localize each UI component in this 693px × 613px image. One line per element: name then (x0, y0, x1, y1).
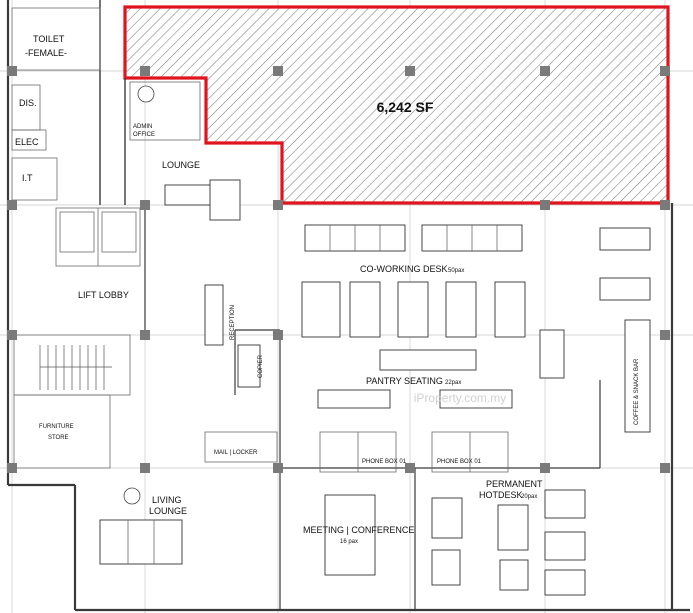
label-furniture: FURNITURE (39, 424, 74, 430)
label-phone-box-1: PHONE BOX 01 (362, 459, 407, 465)
label-coffee-bar: COFFEE & SNACK BAR (634, 358, 640, 425)
label-store: STORE (48, 435, 69, 441)
label-it: I.T (22, 173, 33, 183)
label-meeting-pax: 16 pax (340, 539, 358, 545)
lounge-furniture (99, 85, 261, 565)
interior-partitions (144, 205, 601, 610)
room-labels: TOILET -FEMALE- DIS. ELEC I.T ADMIN OFFI… (15, 34, 640, 545)
label-copier: COPIER (258, 354, 264, 378)
area-label: 6,242 SF (377, 99, 434, 115)
label-pantry-pax: 22pax (445, 380, 461, 386)
structural-columns (7, 66, 670, 473)
label-dis: DIS. (19, 98, 37, 108)
label-living-lounge: LOUNGE (149, 506, 187, 516)
label-living: LIVING (152, 495, 182, 505)
core-rooms (11, 7, 201, 469)
label-reception: RECEPTION (230, 305, 236, 340)
meeting-and-hotdesk-furniture (324, 489, 586, 596)
label-elec: ELEC (15, 137, 39, 147)
label-coworking-pax: 50pax (448, 268, 464, 274)
label-lift-lobby: LIFT LOBBY (78, 290, 129, 300)
label-phone-box-2: PHONE BOX 01 (437, 459, 482, 465)
pantry-furniture (317, 319, 651, 433)
coworking-desks (301, 224, 651, 338)
label-mail-locker: MAIL | LOCKER (214, 450, 258, 456)
label-hotdesk-pax: 20pax (521, 494, 537, 500)
label-female: -FEMALE- (25, 48, 67, 58)
label-admin: ADMIN (133, 124, 152, 130)
watermark: iProperty.com.my (414, 391, 506, 405)
label-permanent: PERMANENT (486, 479, 543, 489)
label-pantry: PANTRY SEATING (366, 376, 443, 386)
label-meeting: MEETING | CONFERENCE (303, 525, 414, 535)
label-lounge: LOUNGE (162, 160, 200, 170)
label-office: OFFICE (133, 132, 155, 138)
label-hotdesk: HOTDESK (479, 490, 523, 500)
label-coworking: CO-WORKING DESK (360, 264, 448, 274)
label-toilet: TOILET (33, 34, 65, 44)
